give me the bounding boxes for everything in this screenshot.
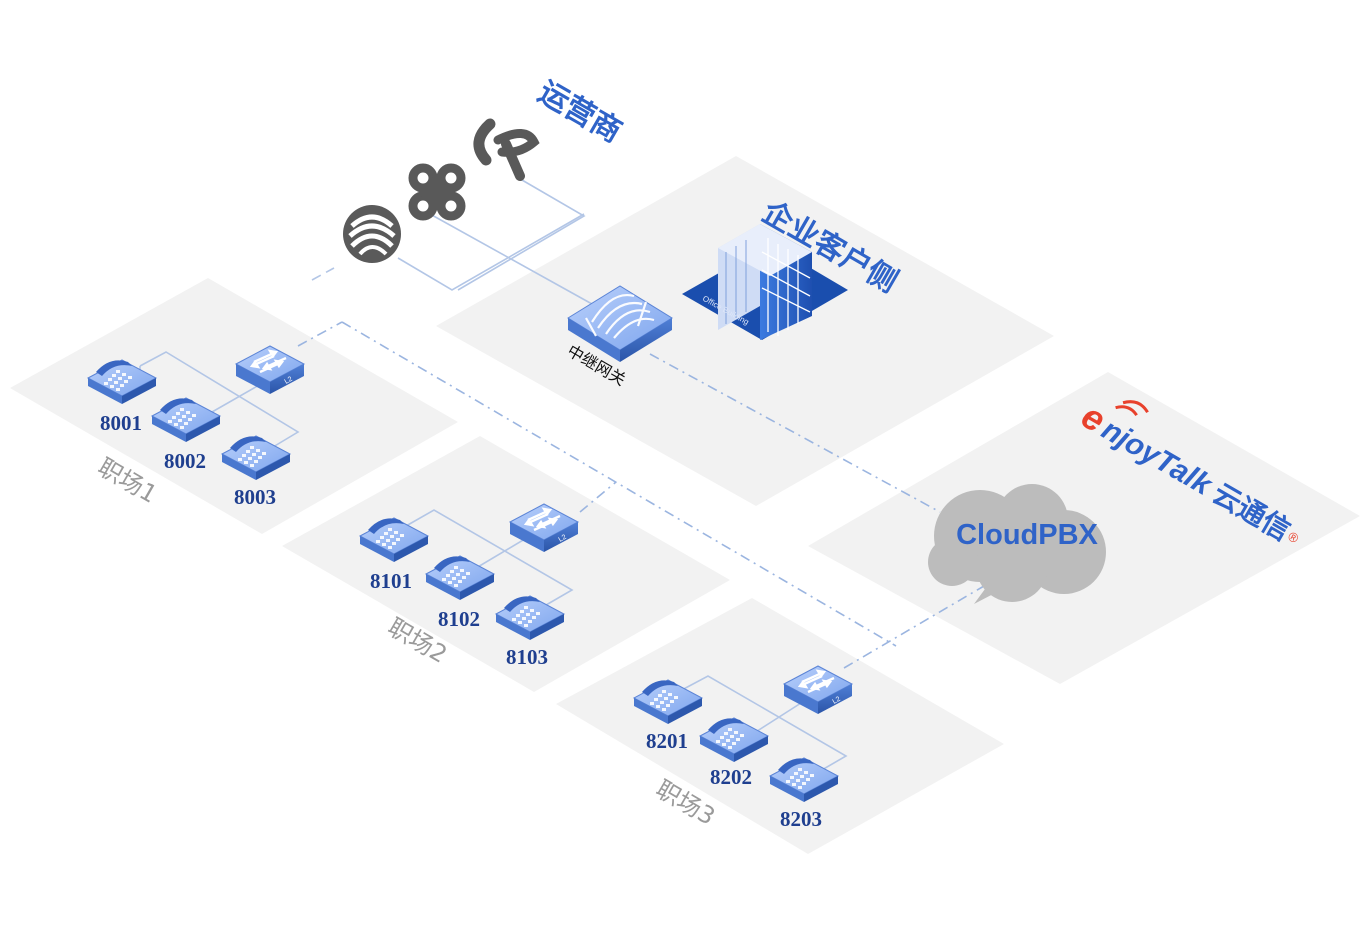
phone-ext: 8003 [234,485,276,509]
enterprise-panel [436,156,1054,506]
china-unicom-logo-icon [408,163,466,221]
zone2-panel [282,436,730,692]
carrier-title: 运营商 [532,75,627,150]
carrier-stub [311,267,335,281]
phone-ext: 8002 [164,449,206,473]
phone-ext: 8101 [370,569,412,593]
carrier-link-telecom [457,179,586,291]
trunk-gateway-icon [567,285,673,362]
cloudpbx-label: CloudPBX [956,519,1098,551]
office-building-icon [682,224,848,340]
switch-tag: L2 [284,376,294,386]
switch-tag: L2 [558,534,568,544]
brand-signal-icon [1115,400,1149,417]
phone-ext: 8201 [646,729,688,753]
carrier-link-gateway [429,213,593,305]
zone3-panel [556,598,1004,854]
switch-tag: L2 [832,696,842,706]
carrier-link-mobile [397,213,585,291]
china-telecom-logo-icon [473,118,540,181]
cloud-icon [928,484,1106,604]
phone-ext: 8102 [438,607,480,631]
phone-ext: 8203 [780,807,822,831]
phone-ext: 8103 [506,645,548,669]
china-mobile-logo-icon [343,205,401,263]
phone-ext: 8001 [100,411,142,435]
wan-links [297,321,985,669]
zone1-panel [10,278,458,534]
phone-ext: 8202 [710,765,752,789]
